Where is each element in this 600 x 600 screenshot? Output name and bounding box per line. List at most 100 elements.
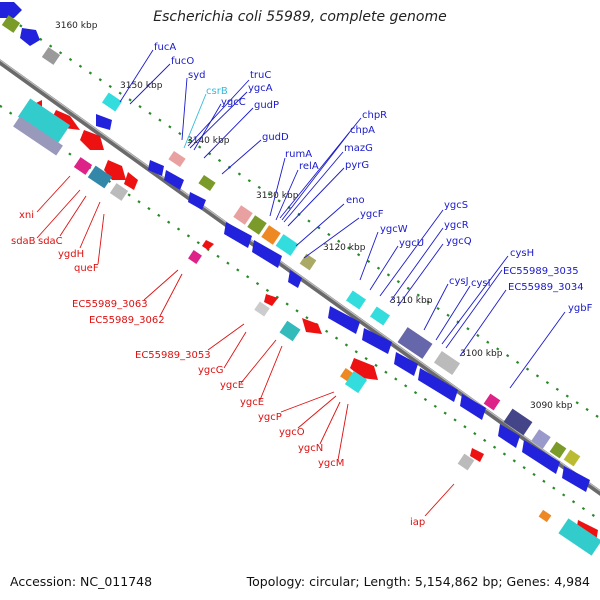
gene-label: queF	[74, 263, 99, 274]
forward-gene-arrow	[96, 114, 112, 130]
upper-gene-track	[0, 2, 590, 492]
tick-label: 3150 kbp	[120, 81, 163, 91]
gene-label: fucO	[171, 56, 194, 67]
feature-block	[433, 351, 461, 375]
gene-label: mazG	[344, 143, 373, 154]
gene-label: relA	[299, 161, 319, 172]
forward-gene-arrow	[562, 466, 590, 492]
gene-label: truC	[250, 70, 271, 81]
lower-leader-lines	[36, 175, 455, 517]
forward-gene-arrow	[148, 160, 164, 176]
feature-block	[370, 306, 390, 326]
forward-gene-arrow	[288, 270, 302, 288]
tick-label: 3100 kbp	[460, 349, 503, 359]
feature-block	[457, 453, 475, 471]
forward-gene-arrow	[224, 222, 252, 248]
gene-label: iap	[410, 517, 425, 528]
gene-label: ygcQ	[446, 236, 472, 247]
gene-label: EC55989_3034	[508, 282, 584, 293]
reverse-gene-arrow	[302, 318, 322, 334]
feature-block	[397, 327, 433, 359]
gene-label: gudP	[254, 100, 279, 111]
tick-label: 3160 kbp	[55, 21, 98, 31]
gene-label: EC55989_3063	[72, 299, 148, 310]
feature-block	[538, 509, 552, 523]
gene-label: syd	[188, 70, 205, 81]
gene-label: ygcG	[198, 365, 224, 376]
lower-gene-labels: xni sdaB sdaC ygdH queF EC55989_3063 EC5…	[11, 210, 425, 528]
gene-label: ygcE	[240, 397, 264, 408]
feature-block	[41, 47, 61, 65]
feature-block	[299, 253, 317, 271]
gene-label: cysJ	[449, 276, 469, 287]
gene-label: EC55989_3035	[503, 266, 579, 277]
gene-label: EC55989_3053	[135, 350, 211, 361]
feature-block	[13, 116, 63, 156]
feature-block	[563, 449, 581, 467]
reverse-gene-arrow	[264, 294, 278, 306]
genome-summary: Topology: circular; Length: 5,154,862 bp…	[246, 574, 590, 589]
feature-block	[549, 441, 567, 459]
gene-label: pyrG	[345, 160, 369, 171]
gene-label: ygcF	[360, 209, 384, 220]
gene-label: gudD	[262, 132, 289, 143]
coordinate-ticks: 3160 kbp 3150 kbp 3140 kbp 3130 kbp 3120…	[55, 21, 573, 411]
gene-label: ygcE	[220, 380, 244, 391]
reverse-gene-arrow	[202, 240, 214, 250]
gene-label: ygcN	[298, 443, 323, 454]
feature-block	[346, 290, 366, 310]
gene-label: cysH	[510, 248, 534, 259]
feature-block	[1, 15, 21, 33]
gene-label: fucA	[154, 42, 176, 53]
forward-gene-arrow	[362, 328, 392, 354]
feature-block	[102, 92, 122, 112]
feature-block	[279, 320, 301, 342]
feature-block	[344, 370, 368, 394]
forward-gene-arrow	[252, 240, 282, 268]
feature-block	[198, 174, 216, 192]
upper-feature-blocks	[1, 15, 581, 467]
feature-block	[109, 183, 129, 201]
gene-label: eno	[346, 195, 365, 206]
forward-gene-arrow	[188, 192, 206, 210]
feature-block	[558, 518, 600, 556]
tick-label: 3130 kbp	[256, 191, 299, 201]
feature-block	[261, 225, 281, 245]
gene-label: ygcM	[318, 458, 344, 469]
upper-gene-labels: fucA fucO syd csrB truC ygcA ygcC gudP g…	[154, 42, 593, 314]
feature-block	[275, 234, 299, 256]
gene-label: ygcP	[258, 412, 282, 423]
gene-label: ygbF	[568, 303, 593, 314]
feature-block	[483, 393, 501, 411]
feature-block	[73, 157, 93, 175]
forward-gene-arrow	[328, 306, 360, 334]
feature-block	[87, 165, 113, 189]
reverse-gene-arrow	[80, 130, 104, 150]
gene-label: sdaC	[38, 236, 63, 247]
gene-label: ygcW	[380, 224, 408, 235]
gene-label: chpR	[362, 110, 387, 121]
gene-label: rumA	[285, 149, 312, 160]
tick-label: 3140 kbp	[187, 136, 230, 146]
gene-label: ygcC	[221, 97, 246, 108]
gene-label: EC55989_3062	[89, 315, 165, 326]
feature-block	[233, 205, 253, 225]
map-title: Escherichia coli 55989, complete genome	[153, 9, 447, 25]
forward-gene-arrow	[498, 424, 520, 448]
tick-label: 3120 kbp	[323, 243, 366, 253]
feature-block	[17, 98, 71, 144]
gene-label: ygcU	[399, 238, 424, 249]
reverse-gene-arrow	[124, 172, 138, 190]
gene-label: csrB	[206, 86, 228, 97]
gene-label: ygcA	[248, 83, 273, 94]
upper-leader-lines	[119, 49, 566, 389]
feature-block	[531, 429, 551, 449]
gene-label: xni	[19, 210, 34, 221]
accession-label: Accession: NC_011748	[10, 574, 153, 589]
feature-block	[503, 408, 533, 436]
feature-block	[247, 215, 267, 235]
tick-label: 3090 kbp	[530, 401, 573, 411]
gene-label: sdaB	[11, 236, 36, 247]
